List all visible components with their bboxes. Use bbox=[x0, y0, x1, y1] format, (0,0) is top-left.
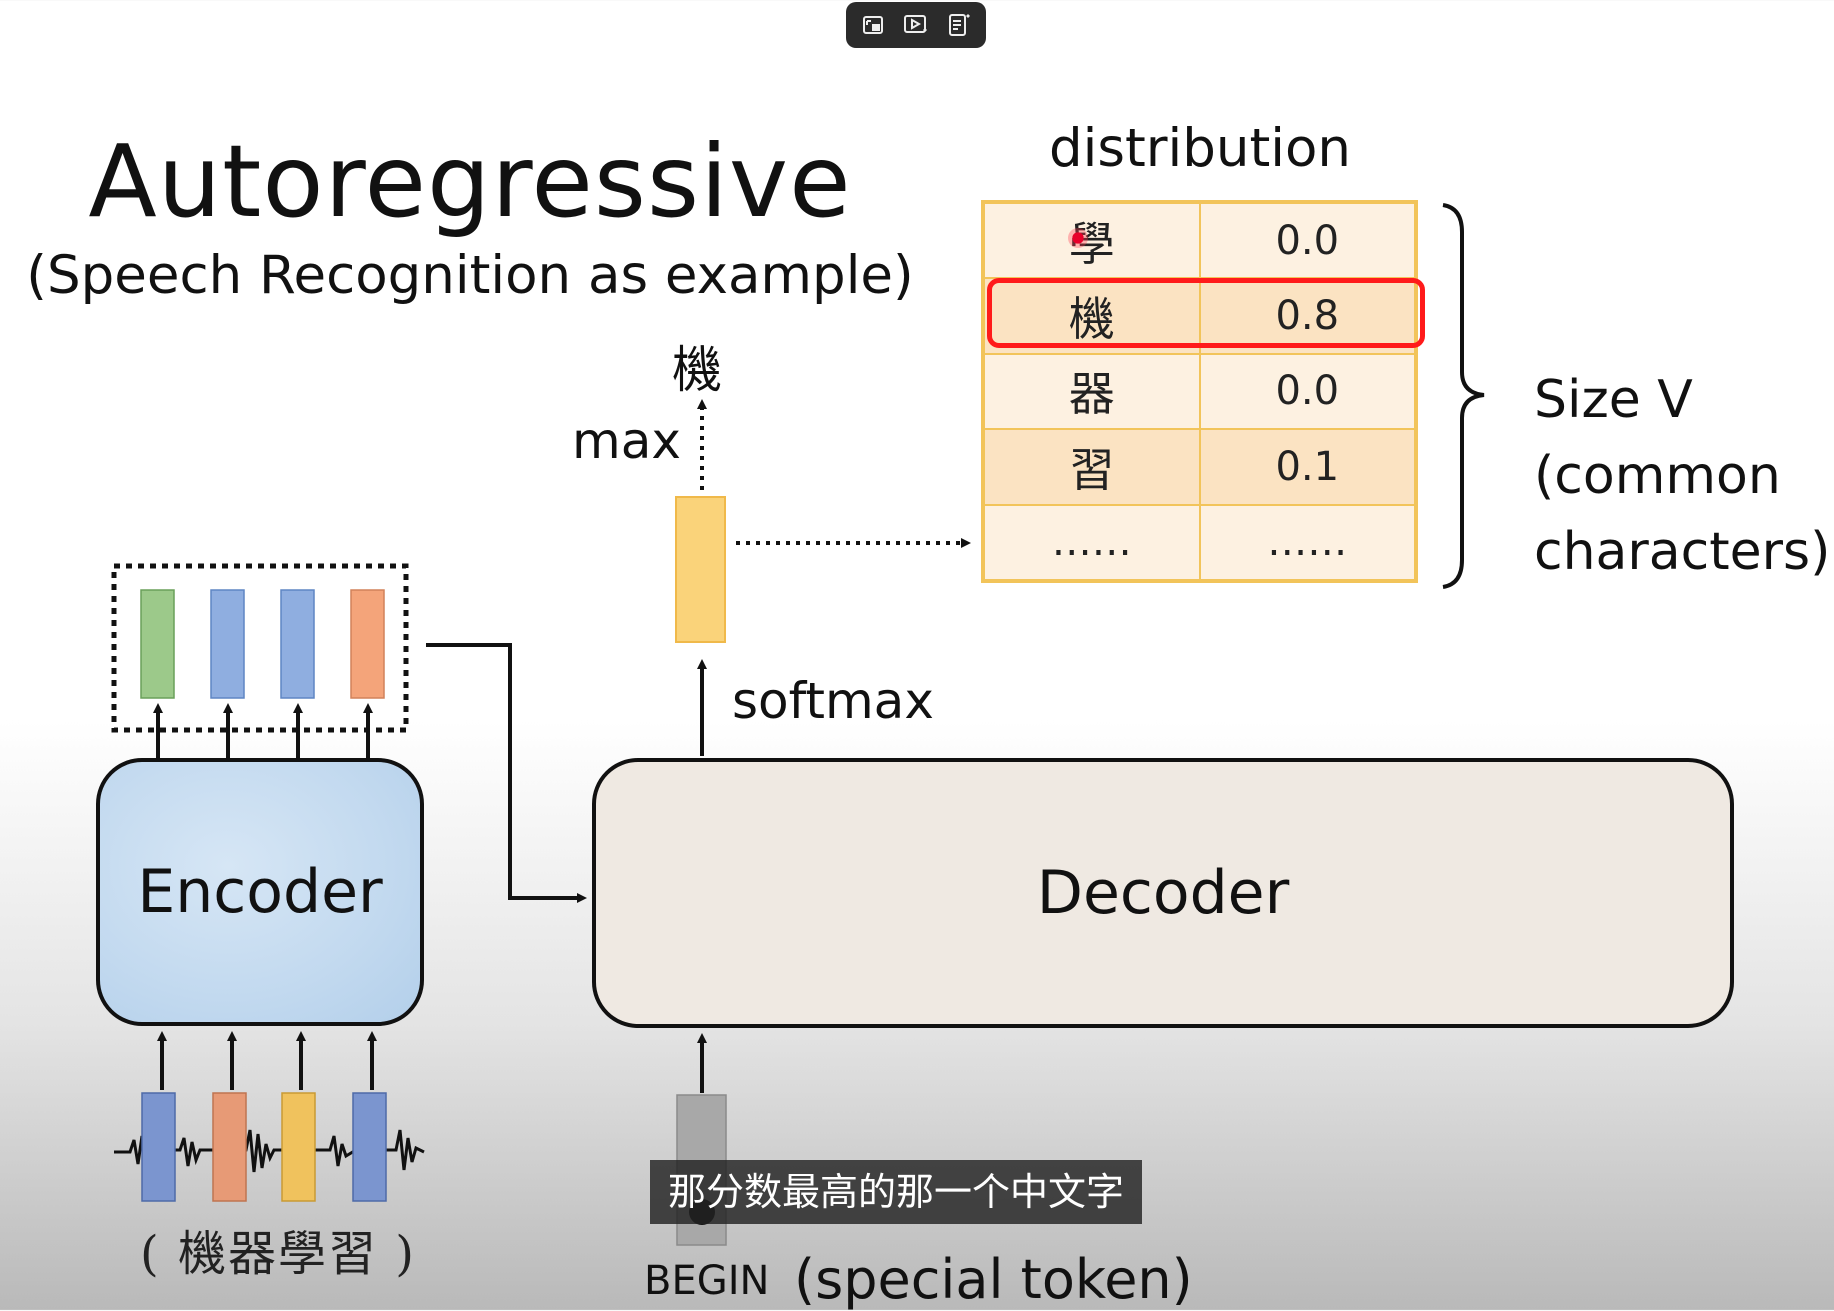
dist-prob-cell: 0.8 bbox=[1199, 278, 1415, 354]
max-label: max bbox=[572, 412, 681, 470]
encoder-output-vector bbox=[140, 589, 175, 699]
decoder-label: Decoder bbox=[1036, 858, 1290, 928]
size-v-line: Size V bbox=[1534, 370, 1693, 430]
output-character: 機 bbox=[672, 341, 722, 399]
encoder-output-vector bbox=[280, 589, 315, 699]
begin-label: BEGIN bbox=[644, 1258, 770, 1304]
encoder-to-decoder-arrow bbox=[426, 643, 587, 903]
video-summary-icon[interactable] bbox=[901, 10, 931, 40]
dist-prob-cell: 0.0 bbox=[1199, 203, 1415, 279]
size-v-line: characters) bbox=[1534, 522, 1831, 582]
dist-prob-cell: 0.0 bbox=[1199, 353, 1415, 430]
pointer-cursor bbox=[1068, 228, 1088, 248]
dist-char-cell: …… bbox=[984, 504, 1200, 580]
encoder-label: Encoder bbox=[137, 857, 383, 927]
slide-title: Autoregressive bbox=[88, 123, 852, 240]
max-highlight-box bbox=[987, 278, 1425, 348]
decoder-block: Decoder bbox=[592, 758, 1734, 1028]
notes-icon[interactable] bbox=[944, 10, 974, 40]
video-subtitle-caption: 那分数最高的那一个中文字 bbox=[650, 1160, 1143, 1224]
encoder-input-vector bbox=[141, 1092, 176, 1202]
dist-char-cell: 學 bbox=[984, 203, 1200, 279]
input-characters: ( 機器學習 ) bbox=[140, 1226, 416, 1282]
video-toolbar bbox=[846, 2, 986, 48]
dist-prob-cell: …… bbox=[1199, 504, 1415, 580]
special-token-label: (special token) bbox=[794, 1248, 1193, 1311]
picture-in-picture-icon[interactable] bbox=[859, 10, 889, 40]
softmax-label: softmax bbox=[732, 672, 934, 730]
dist-char-cell: 器 bbox=[984, 353, 1200, 430]
size-brace bbox=[1442, 203, 1485, 589]
encoder-output-group bbox=[111, 563, 409, 733]
encoder-output-vector bbox=[210, 589, 245, 699]
distribution-table: 學 0.0 機 0.8 器 0.0 習 0.1 …… …… bbox=[981, 200, 1418, 583]
dist-prob-cell: 0.1 bbox=[1199, 429, 1415, 505]
size-v-label: Size V (common characters) bbox=[1534, 362, 1830, 590]
size-v-line: (common bbox=[1534, 446, 1781, 506]
slide-subtitle: (Speech Recognition as example) bbox=[26, 245, 914, 306]
encoder-input-vector bbox=[281, 1092, 316, 1202]
encoder-input-vector bbox=[212, 1092, 247, 1202]
decoder-output-vector bbox=[675, 496, 726, 643]
encoder-input-vector bbox=[352, 1092, 387, 1202]
encoder-block: Encoder bbox=[96, 758, 424, 1026]
dist-char-cell: 習 bbox=[984, 429, 1200, 505]
distribution-title: distribution bbox=[1048, 118, 1352, 179]
encoder-output-vector bbox=[350, 589, 385, 699]
